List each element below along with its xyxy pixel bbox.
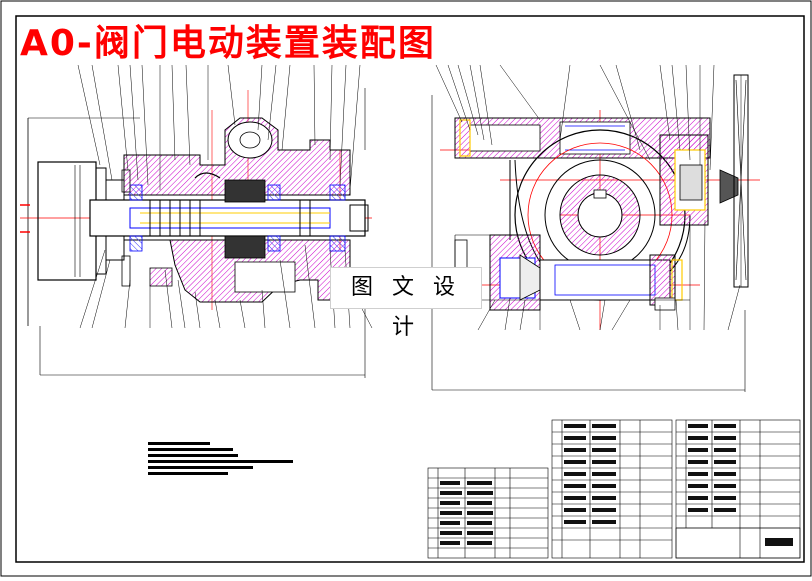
drawing-title: A0-阀门电动装置装配图	[20, 23, 436, 64]
housing-upper	[123, 117, 351, 196]
motor-body	[37, 161, 97, 281]
parts-list-entries	[440, 424, 793, 546]
technical-notes	[148, 442, 293, 475]
watermark-label: 图 文 设 计	[330, 267, 482, 340]
sheet-inner-border	[15, 15, 805, 563]
right-section-view	[431, 64, 760, 392]
left-section-view	[20, 64, 373, 378]
main-shaft	[89, 199, 366, 237]
parts-list-table	[427, 419, 801, 559]
